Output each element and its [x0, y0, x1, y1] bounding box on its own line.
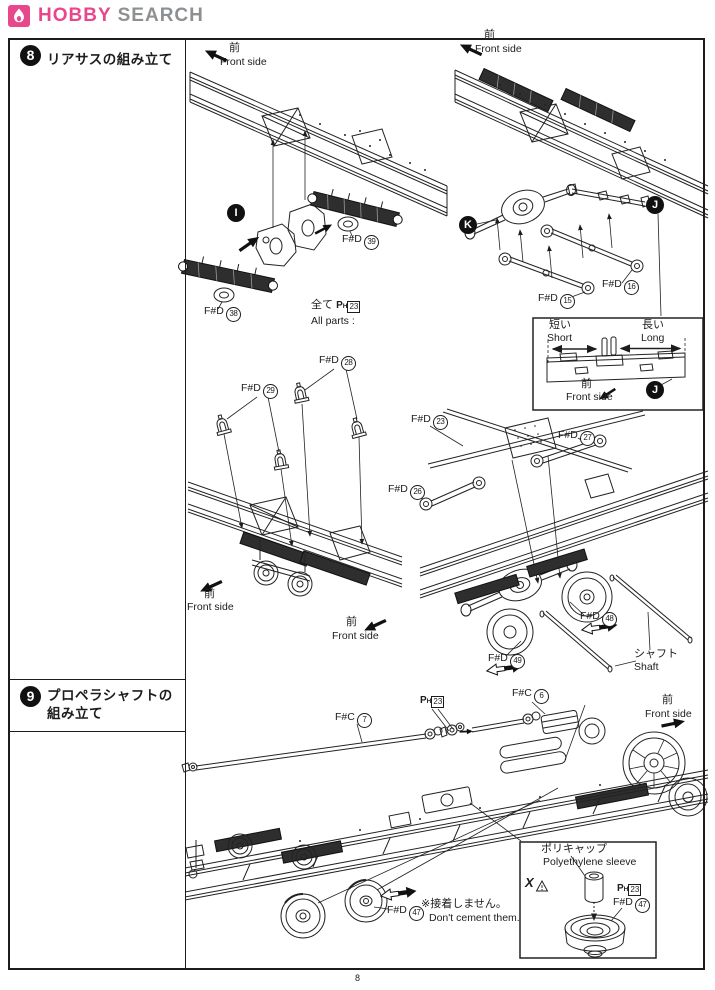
- inset-short-en: Short: [547, 332, 573, 344]
- step9-title-line1: プロペラシャフトの: [47, 688, 173, 703]
- shaft-label-en: Shaft: [634, 661, 659, 673]
- hobby-search-logo: HOBBY SEARCH: [8, 5, 204, 27]
- polycap-detail-diagram: [519, 841, 657, 959]
- step9-separator-top: [8, 679, 185, 680]
- callout-j-inset: J: [646, 381, 664, 399]
- flame-icon: [8, 5, 30, 27]
- polycap-label-jp: ポリキャップ: [541, 843, 607, 855]
- step8-crossmember-shaft-diagram: [361, 408, 709, 677]
- dont-cement-note-en: Don't cement them.: [429, 912, 520, 924]
- front-side-en: Front side: [332, 630, 379, 642]
- inset-long-jp: 長い: [642, 319, 664, 331]
- step9-propeller-shaft-diagram: [181, 701, 709, 939]
- front-side-jp: 前: [484, 29, 495, 41]
- step9-title-line2: 組み立て: [47, 706, 103, 721]
- front-side-jp: 前: [204, 588, 215, 600]
- step8-rear-chassis-right-diagram: [454, 39, 709, 317]
- step8-number-badge: 8: [20, 45, 41, 66]
- page-frame: [8, 38, 705, 970]
- callout-k: K: [459, 216, 477, 234]
- step8-clip-install-diagram: [187, 368, 403, 597]
- step9-number-badge: 9: [20, 686, 41, 707]
- column-divider: [185, 38, 186, 970]
- front-side-jp: 前: [662, 694, 673, 706]
- page-number: 8: [354, 973, 360, 983]
- no-cement-x-mark: X: [525, 875, 534, 890]
- front-side-jp: 前: [346, 616, 357, 628]
- front-side-en: Front side: [187, 601, 234, 613]
- shaft-label-jp: シャフト: [634, 648, 678, 660]
- logo-text-hobby: HOBBY: [38, 5, 112, 26]
- logo-text-search: SEARCH: [117, 5, 204, 26]
- dont-cement-note-jp: ※接着しません。: [421, 898, 507, 910]
- front-side-en: Front side: [566, 391, 613, 403]
- inset-short-jp: 短い: [549, 319, 571, 331]
- step9-separator-bottom: [8, 731, 185, 732]
- front-side-en: Front side: [645, 708, 692, 720]
- front-side-jp: 前: [229, 42, 240, 54]
- front-side-en: Front side: [475, 43, 522, 55]
- step8-rear-chassis-left-diagram: [178, 45, 448, 310]
- inset-long-en: Long: [641, 332, 665, 344]
- callout-i: I: [227, 204, 245, 222]
- polycap-label-en: Polyethylene sleeve: [543, 856, 637, 868]
- step8-title: リアサスの組み立て: [47, 52, 173, 67]
- all-parts-note-en: All parts :: [311, 315, 355, 327]
- front-side-en: Front side: [220, 56, 267, 68]
- front-side-jp: 前: [581, 378, 592, 390]
- callout-j: J: [646, 196, 664, 214]
